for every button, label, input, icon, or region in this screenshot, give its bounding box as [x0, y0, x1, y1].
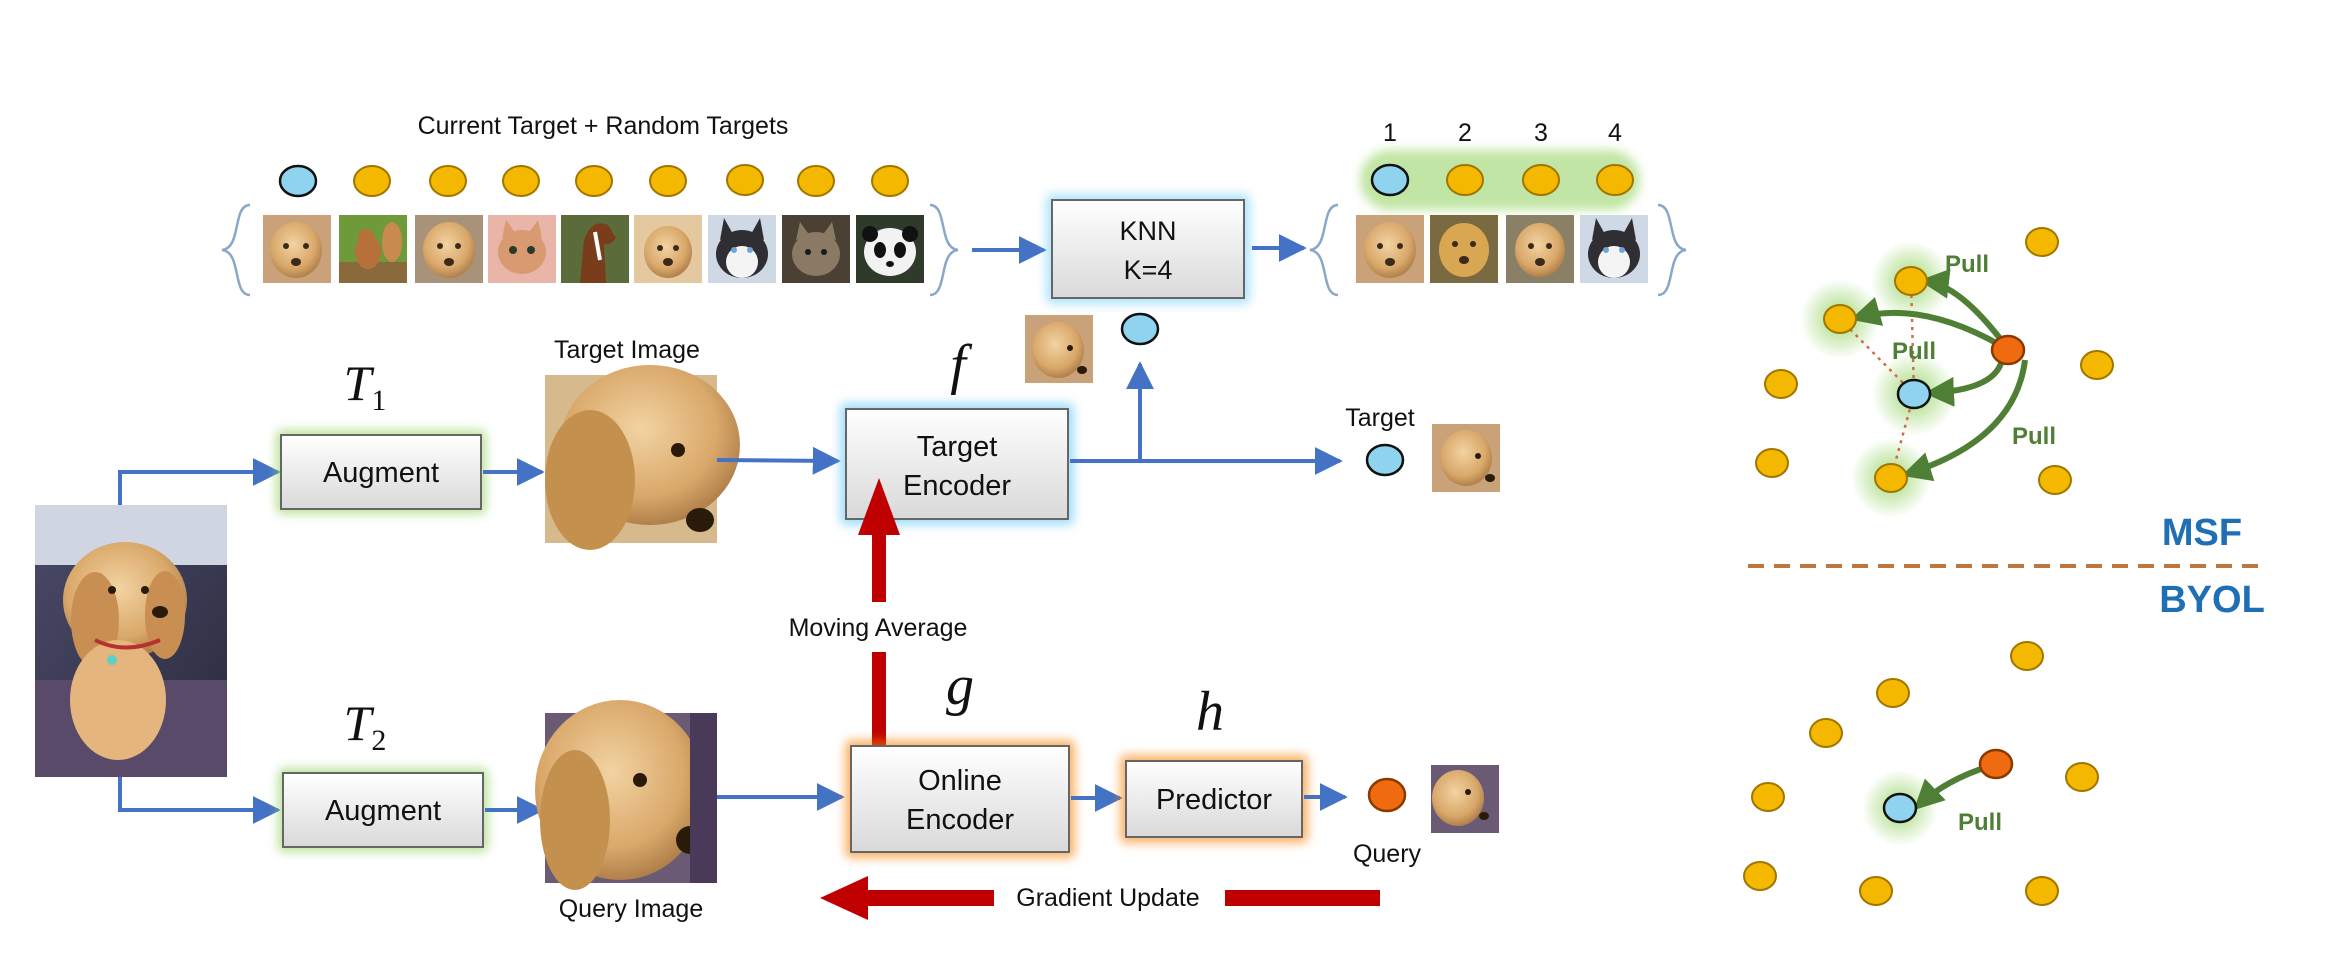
predictor-box: Predictor	[1120, 755, 1308, 843]
target-encoder-label-line1: Target	[917, 431, 998, 463]
predictor-label: Predictor	[1156, 784, 1272, 816]
thumb-golden-retriever	[263, 215, 331, 283]
online-encoder-label-line2: Encoder	[906, 804, 1014, 836]
thumb-squirrel	[339, 215, 407, 283]
thumb-cat	[782, 215, 850, 283]
random-target-embedding	[871, 165, 909, 197]
neighbor-embedding	[1596, 164, 1634, 196]
target-embedding	[1365, 443, 1405, 477]
g-symbol: g	[946, 655, 974, 717]
msf-title: MSF	[2162, 512, 2242, 554]
msf-pull-label: Pull	[2012, 423, 2056, 450]
random-target-embedding	[429, 165, 467, 197]
thumb-horse	[561, 215, 629, 283]
random-target-embedding	[797, 165, 835, 197]
candidate-embeddings	[278, 164, 909, 198]
thumb-husky	[1580, 215, 1648, 283]
neighbors-left-brace	[1309, 203, 1339, 297]
arrow-target-image-to-encoder	[716, 446, 841, 475]
knn-box: KNN K=4	[1046, 194, 1250, 304]
thumb-kitten	[488, 215, 556, 283]
neighbors-right-brace	[1657, 203, 1687, 297]
query-embedding	[1367, 777, 1407, 813]
thumb-golden-retriever	[1506, 215, 1574, 283]
msf-pull-arrow	[1850, 297, 2002, 348]
byol-title: BYOL	[2159, 579, 2265, 621]
msf-pull-arrow	[1924, 359, 2005, 407]
msf-pull-label: Pull	[1945, 251, 1989, 278]
left-brace	[221, 203, 251, 297]
gradient-update-arrowhead	[820, 876, 868, 920]
knn-index-1: 1	[1383, 119, 1397, 147]
target-thumbnail-small	[1025, 315, 1093, 383]
random-target-embedding	[353, 165, 391, 197]
query-label: Query	[1353, 840, 1422, 868]
current-target-embedding	[278, 164, 318, 198]
target-encoder-label-line2: Encoder	[903, 470, 1011, 502]
arrow-input-to-augment-bottom	[118, 777, 281, 824]
h-symbol: h	[1196, 681, 1224, 743]
target-output-thumbnail	[1432, 424, 1500, 492]
target-image	[545, 365, 740, 550]
moving-average-label: Moving Average	[789, 614, 968, 642]
input-image	[35, 505, 227, 777]
neighbor-embedding	[1446, 164, 1484, 196]
augment-box-bottom: Augment	[278, 768, 488, 852]
online-encoder-box: Online Encoder	[845, 740, 1075, 858]
candidate-thumbnails	[263, 215, 924, 283]
moving-average-label-bg	[770, 602, 985, 652]
neighbor-embedding	[1370, 163, 1410, 197]
right-brace	[929, 203, 959, 297]
target-embedding-query-knn	[1120, 312, 1160, 346]
knn-index-4: 4	[1608, 119, 1622, 147]
random-target-embedding	[649, 165, 687, 197]
query-image-label: Query Image	[559, 895, 704, 923]
query-image	[535, 700, 717, 890]
knn-k-label: K=4	[1124, 255, 1173, 285]
msf-embeddings	[1755, 227, 2114, 495]
current-targets-label: Current Target + Random Targets	[418, 112, 789, 140]
thumb-husky	[708, 215, 776, 283]
thumb-golden-retriever	[634, 215, 702, 283]
augment-box-top: Augment	[276, 430, 486, 514]
neighbors-glow	[1360, 150, 1640, 210]
random-target-embedding	[726, 164, 764, 196]
target-label: Target	[1345, 404, 1415, 432]
neighbor-embedding	[1522, 164, 1560, 196]
gradient-update-shaft-left	[866, 890, 994, 906]
random-target-embedding	[502, 165, 540, 197]
augment-bottom-label: Augment	[325, 795, 441, 827]
augment-top-label: Augment	[323, 457, 439, 489]
thumb-golden-retriever	[415, 215, 483, 283]
byol-pull-label: Pull	[1958, 809, 2002, 836]
random-target-embedding	[575, 165, 613, 197]
knn-index-3: 3	[1534, 119, 1548, 147]
gradient-update-label: Gradient Update	[1016, 884, 1199, 912]
knn-index-2: 2	[1458, 119, 1472, 147]
neighbor-thumbnails	[1356, 215, 1648, 283]
knn-label: KNN	[1119, 216, 1176, 246]
msf-pull-label: Pull	[1892, 338, 1936, 365]
byol-embeddings	[1743, 641, 2099, 906]
moving-average-arrowhead	[858, 478, 900, 535]
thumb-panda	[856, 215, 924, 283]
query-output-thumbnail	[1431, 765, 1499, 833]
gradient-update-shaft-right	[1225, 890, 1380, 906]
online-encoder-label-line1: Online	[918, 765, 1002, 797]
thumb-golden-retriever	[1356, 215, 1424, 283]
moving-average-shaft	[872, 535, 886, 773]
msf-pull-arrow	[1919, 268, 2008, 347]
t2-symbol: T2	[344, 695, 387, 757]
msf-pull-arrow	[1901, 359, 2028, 482]
f-symbol: f	[950, 334, 973, 396]
arrow-input-to-augment-top	[118, 458, 281, 505]
target-image-label: Target Image	[554, 336, 700, 364]
t1-symbol: T1	[344, 355, 387, 417]
thumb-golden-retriever	[1430, 215, 1498, 283]
